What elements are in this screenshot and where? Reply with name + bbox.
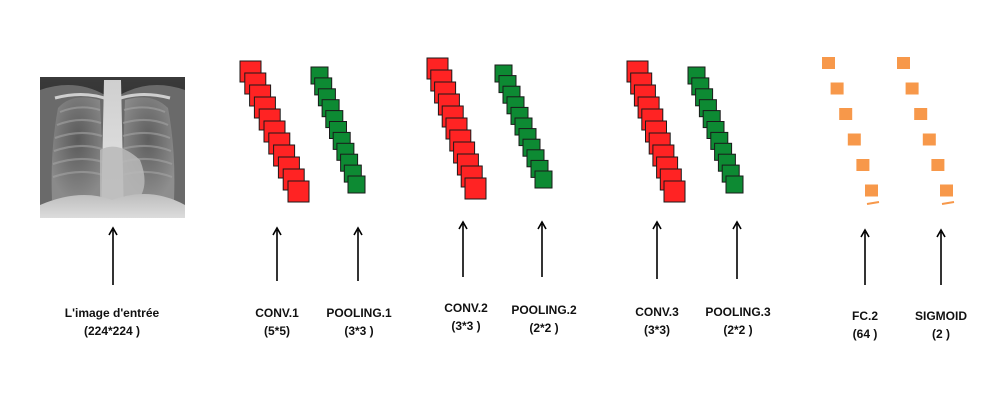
up-arrow-icon xyxy=(936,228,946,285)
layer-stack-conv xyxy=(426,57,487,200)
layer-param: (64 ) xyxy=(852,327,878,341)
layer-param: (3*3 ) xyxy=(344,324,374,338)
layer-name: FC.2 xyxy=(851,309,878,323)
feature-map xyxy=(663,180,686,203)
neuron xyxy=(847,133,861,146)
layer-label-sigmoid: SIGMOID (2 ) xyxy=(871,307,1000,343)
neuron-tail xyxy=(941,201,955,205)
up-arrow-icon xyxy=(652,220,662,279)
layer-param: (2*2 ) xyxy=(723,323,753,337)
neuron xyxy=(897,57,910,69)
up-arrow-icon xyxy=(353,226,363,281)
neuron xyxy=(865,184,878,197)
up-arrow-icon xyxy=(272,226,282,281)
layer-label-conv1: CONV.1 (5*5) xyxy=(207,304,347,340)
neuron-column xyxy=(822,57,880,205)
feature-map xyxy=(464,177,487,200)
input-label: L'image d'entrée (224*224 ) xyxy=(42,304,182,340)
neuron-column xyxy=(897,57,955,205)
neuron xyxy=(830,82,844,95)
layer-name: POOLING.3 xyxy=(705,305,771,319)
neuron xyxy=(905,82,919,95)
feature-map xyxy=(287,180,310,203)
neuron xyxy=(914,108,928,120)
layer-name: CONV.1 xyxy=(255,306,299,320)
layer-label-conv3: CONV.3 (3*3) xyxy=(587,303,727,339)
up-arrow-icon xyxy=(537,220,547,277)
layer-label-fc2: FC.2 (64 ) xyxy=(795,307,935,343)
layer-param: (3*3) xyxy=(643,323,670,337)
layer-label-pooling1: POOLING.1 (3*3 ) xyxy=(289,304,429,340)
layer-param: (2 ) xyxy=(932,327,950,341)
layer-name: CONV.3 xyxy=(635,305,679,319)
up-arrow-icon xyxy=(860,228,870,285)
neuron xyxy=(839,108,853,120)
input-size: (224*224 ) xyxy=(83,324,141,338)
layer-stack-pool xyxy=(494,64,553,189)
layer-label-conv2: CONV.2 (3*3 ) xyxy=(396,299,536,335)
layer-param: (2*2 ) xyxy=(529,321,559,335)
feature-map xyxy=(347,175,366,194)
layer-name: POOLING.2 xyxy=(511,303,577,317)
neuron xyxy=(822,57,835,69)
neuron xyxy=(940,184,953,197)
feature-map xyxy=(725,175,744,194)
layer-stack-conv xyxy=(239,60,310,203)
neuron xyxy=(931,159,945,171)
layer-label-pooling2: POOLING.2 (2*2 ) xyxy=(474,301,614,337)
neuron xyxy=(856,159,870,171)
layer-label-pooling3: POOLING.3 (2*2 ) xyxy=(668,303,808,339)
layer-stack-pool xyxy=(310,66,366,194)
layer-stack-conv xyxy=(626,60,686,203)
input-name: L'image d'entrée xyxy=(64,306,160,320)
up-arrow-icon xyxy=(108,226,118,285)
feature-map xyxy=(534,170,553,189)
neuron-tail xyxy=(866,201,880,205)
layer-param: (5*5) xyxy=(263,324,290,338)
layer-name: CONV.2 xyxy=(444,301,488,315)
up-arrow-icon xyxy=(732,220,742,279)
layer-name: SIGMOID xyxy=(914,309,967,323)
neuron xyxy=(922,133,936,146)
layer-param: (3*3 ) xyxy=(451,319,481,333)
layer-stack-pool xyxy=(687,66,744,194)
layer-name: POOLING.1 xyxy=(326,306,392,320)
chest-xray-image xyxy=(40,77,185,218)
up-arrow-icon xyxy=(458,220,468,277)
